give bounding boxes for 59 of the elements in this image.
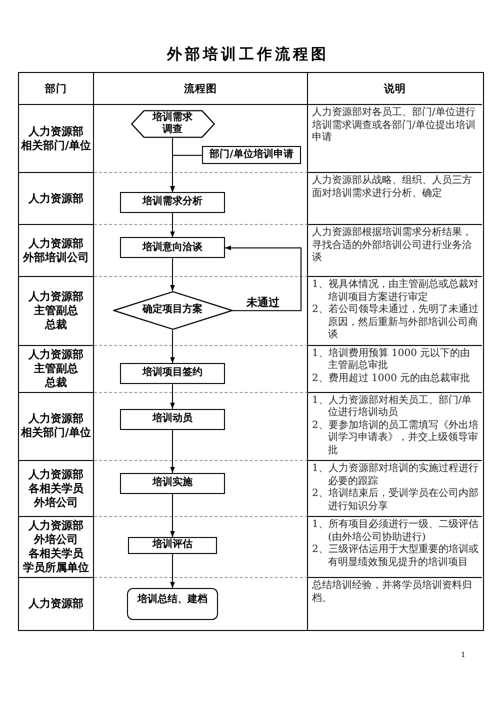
department-name: 学员所属单位 xyxy=(23,561,89,575)
arrow xyxy=(170,258,175,292)
department-name: 相关部门/单位 xyxy=(20,426,92,440)
arrow xyxy=(170,493,175,538)
description-text: 2、三级评估运用于大型重要的培训或有明显绩效预见提升的培训项目 xyxy=(312,544,479,569)
department-name: 总裁 xyxy=(45,376,67,390)
arrow xyxy=(170,154,202,193)
column-header: 部门 xyxy=(45,82,67,96)
process-box: 培训实施 xyxy=(120,472,225,494)
description-text: 1、所有项目必须进行一级、二级评估(由外培公司协助进行) xyxy=(312,519,479,544)
department-name: 主管副总 xyxy=(34,362,78,376)
department-name: 总裁 xyxy=(45,318,67,332)
department-name: 人力资源部 xyxy=(28,468,84,482)
description-text: 人力资源部对各员工、部门/单位进行培训需求调查或各部门/单位提出培训申请 xyxy=(312,107,476,144)
description-text: 总结培训经验，并将学员培训资料归档。 xyxy=(312,580,473,605)
column-header: 说明 xyxy=(384,82,406,96)
description-text: 2、要参加培训的员工需填写《外出培训学习申请表》，并交上级领导审批 xyxy=(312,420,479,457)
terminal-box: 培训总结、建档 xyxy=(127,588,218,620)
arrow xyxy=(170,429,175,474)
description-text: 2、费用超过 1000 元的由总裁审批 xyxy=(312,372,472,385)
diagram-title: 外部培训工作流程图 xyxy=(166,45,330,63)
department-name: 各相关学员 xyxy=(28,547,84,561)
process-box: 培训动员 xyxy=(120,408,225,430)
department-name: 主管副总 xyxy=(34,304,78,318)
arrow xyxy=(170,330,175,364)
department-name: 人力资源部 xyxy=(28,290,84,304)
department-name: 外培公司 xyxy=(34,533,78,547)
department-name: 人力资源部 xyxy=(28,348,84,362)
description-text: 人力资源部从战略、组织、人员三方面对培训需求进行分析、确定 xyxy=(312,175,473,200)
department-name: 人力资源部 xyxy=(28,236,84,250)
arrow xyxy=(224,245,302,312)
process-box: 培训项目签约 xyxy=(120,363,225,384)
description-text: 1、视具体情况，由主管副总或总裁对培训项目方案进行审定 xyxy=(312,279,479,304)
arrow xyxy=(170,554,175,588)
edge-label: 未通过 xyxy=(246,296,280,309)
process-box: 培训意向洽谈 xyxy=(120,237,225,258)
department-name: 人力资源部 xyxy=(28,519,84,533)
process-hexagon: 培训需求调查 xyxy=(130,110,214,138)
department-name: 相关部门/单位 xyxy=(20,138,92,152)
department-name: 外培公司 xyxy=(34,496,78,510)
department-name: 人力资源部 xyxy=(28,412,84,426)
description-text: 1、人力资源部对培训的实施过程进行必要的跟踪 xyxy=(312,463,479,488)
arrow xyxy=(170,384,175,410)
department-name: 外部培训公司 xyxy=(23,250,89,264)
decision-diamond: 确定项目方案 xyxy=(112,291,232,330)
description-text: 1、培训费用预算 1000 元以下的由主管副总审批 xyxy=(312,348,472,372)
department-name: 人力资源部 xyxy=(28,192,84,206)
arrow xyxy=(170,212,175,238)
process-box: 培训需求分析 xyxy=(120,192,225,214)
description-text: 2、培训结束后，受训学员在公司内部进行知识分享 xyxy=(312,488,479,513)
process-box: 培训评估 xyxy=(128,537,217,554)
description-text: 2、若公司领导未通过，先明了未通过原因，然后重新与外部培训公司商谈 xyxy=(312,304,479,342)
department-name: 各相关学员 xyxy=(28,482,84,496)
department-name: 人力资源部 xyxy=(28,597,84,611)
description-text: 人力资源部根据培训需求分析结果，寻找合适的外部培训公司进行业务洽谈 xyxy=(312,227,473,264)
description-text: 1、人力资源部对相关员工、部门/单位进行培训动员 xyxy=(312,394,473,420)
process-box: 部门/单位培训申请 xyxy=(202,146,301,164)
column-header: 流程图 xyxy=(184,82,217,96)
department-name: 人力资源部 xyxy=(28,124,84,138)
